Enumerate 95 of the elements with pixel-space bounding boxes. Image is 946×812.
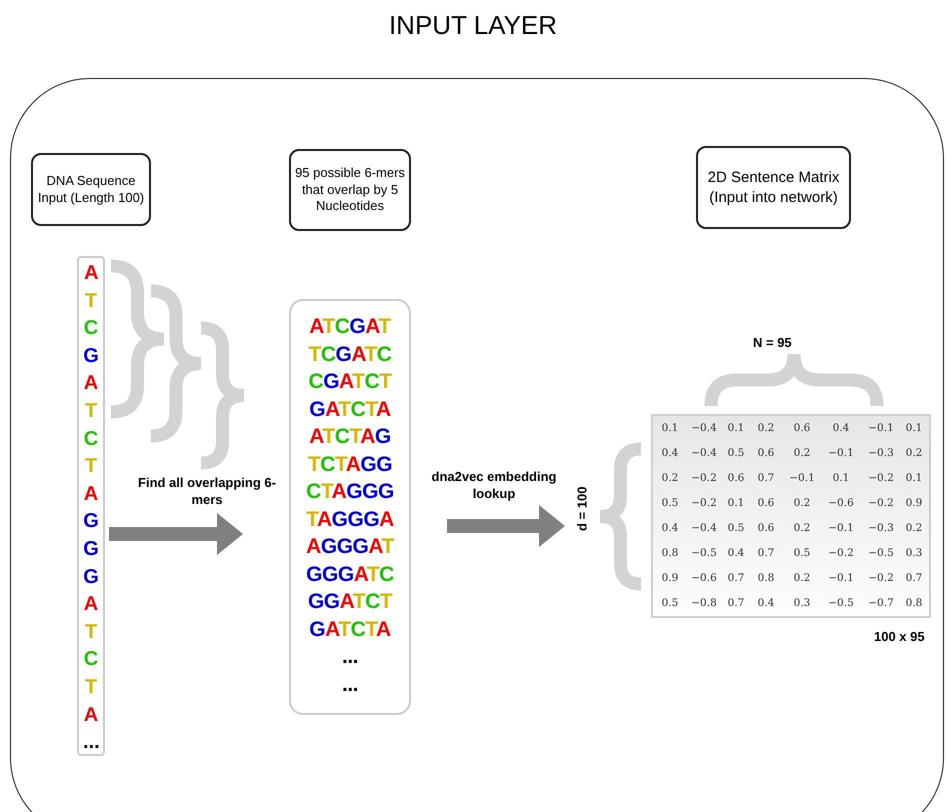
- matrix-value: 0.4: [726, 546, 746, 561]
- label-box: [696, 146, 851, 229]
- sequence-text: GATCTA: [309, 396, 391, 422]
- matrix-value: 0.9: [660, 570, 680, 586]
- sequence-text: ...: [342, 644, 358, 670]
- label-box: [289, 149, 411, 231]
- matrix-value: 0.2: [792, 446, 812, 461]
- matrix-value: 0.2: [904, 446, 924, 461]
- matrix-value: 0.4: [832, 420, 850, 436]
- matrix-value: 0.1: [904, 420, 924, 436]
- matrix-value: 0.8: [756, 570, 776, 586]
- matrix-value: −0.1: [827, 570, 855, 586]
- matrix-value: 0.7: [756, 546, 776, 561]
- matrix-value: 0.7: [726, 596, 746, 611]
- matrix-value: −0.1: [827, 446, 855, 461]
- matrix-value: 0.3: [904, 546, 924, 561]
- matrix-value: −0.4: [690, 446, 718, 461]
- matrix-value: 0.8: [904, 596, 924, 611]
- matrix-value: −0.6: [827, 496, 855, 511]
- matrix-value: −0.2: [827, 546, 855, 561]
- matrix-value: −0.3: [867, 520, 895, 536]
- diagram-title: INPUT LAYER: [388, 9, 558, 42]
- matrix-value: 0.5: [660, 596, 680, 611]
- matrix-value: 0.1: [832, 470, 850, 486]
- matrix-value: 0.4: [660, 446, 680, 461]
- matrix-value: 0.3: [792, 596, 812, 611]
- matrix-value: −0.8: [690, 596, 718, 611]
- matrix-value: 0.2: [904, 520, 924, 536]
- matrix-value: 0.2: [792, 570, 812, 586]
- sequence-text: ATCTAG: [309, 424, 391, 450]
- matrix-value: 0.6: [756, 520, 776, 536]
- label-box: [31, 153, 151, 226]
- sequence-text: AGGGAT: [306, 534, 394, 560]
- matrix-value: −0.6: [690, 570, 718, 586]
- matrix-value: −0.4: [690, 420, 718, 436]
- block-arrow: [447, 505, 565, 547]
- matrix-value: −0.7: [867, 596, 895, 611]
- sequence-text: A T C G A T C T A G G G A T C T A ...: [83, 261, 99, 756]
- matrix-value: −0.2: [867, 570, 895, 586]
- matrix-value: 0.7: [726, 570, 746, 586]
- matrix-value: −0.5: [867, 546, 895, 561]
- sequence-text: GGATCT: [308, 589, 392, 615]
- matrix-value: 0.5: [792, 546, 812, 561]
- box-text: DNA Sequence Input (Length 100): [37, 172, 145, 206]
- panel-frame: [10, 78, 944, 812]
- matrix-value: −0.2: [690, 470, 718, 486]
- matrix-value: −0.5: [827, 596, 855, 611]
- matrix-value: 0.4: [660, 520, 680, 536]
- matrix-value: −0.2: [690, 496, 718, 511]
- box-text: 95 possible 6-mers that overlap by 5 Nucleotides: [295, 164, 405, 216]
- matrix-value: 0.2: [660, 470, 680, 486]
- sequence-text: TCGATC: [308, 342, 392, 368]
- sequence-text: CGATCT: [308, 369, 392, 395]
- sequence-text: CTAGGG: [306, 479, 394, 505]
- matrix-value: 0.6: [756, 446, 776, 461]
- sequence-text: TCTAGG: [308, 452, 392, 478]
- dimension-label: d = 100: [573, 486, 590, 533]
- matrix-value: 0.2: [792, 520, 812, 536]
- box-text: 2D Sentence Matrix (Input into network): [706, 168, 840, 207]
- matrix-value: 0.8: [660, 546, 680, 561]
- sequence-text: TAGGGA: [306, 506, 394, 532]
- matrix-value: 0.7: [756, 470, 776, 486]
- sequence-text: GATCTA: [309, 616, 391, 642]
- matrix-value: −0.2: [867, 496, 895, 511]
- matrix-value: −0.1: [827, 520, 855, 536]
- matrix-value: 0.2: [756, 420, 776, 436]
- matrix-value: 0.6: [726, 470, 746, 486]
- sequence-text: ATCGAT: [309, 314, 391, 340]
- matrix-value: 0.6: [756, 496, 776, 511]
- matrix-value: 0.5: [726, 520, 746, 536]
- matrix-value: 0.1: [726, 496, 746, 511]
- matrix-value: 0.1: [904, 470, 924, 486]
- matrix-value: −0.1: [867, 420, 895, 436]
- dimension-label: 100 x 95: [874, 628, 925, 646]
- kmer-list-box: [289, 299, 411, 715]
- embedding-matrix: [651, 414, 931, 618]
- sequence-text: ...: [342, 672, 358, 698]
- matrix-value: −0.1: [788, 470, 816, 486]
- block-arrow: [109, 513, 243, 555]
- sequence-column: [77, 256, 105, 756]
- dimension-label: N = 95: [753, 334, 792, 352]
- matrix-value: 0.7: [904, 570, 924, 586]
- matrix-value: 0.2: [792, 496, 812, 511]
- matrix-value: 0.1: [660, 420, 680, 436]
- matrix-value: 0.1: [726, 420, 746, 436]
- matrix-value: −0.5: [690, 546, 718, 561]
- matrix-value: 0.9: [904, 496, 924, 511]
- matrix-value: −0.4: [690, 520, 718, 536]
- sequence-text: GGGATC: [306, 562, 394, 588]
- matrix-value: 0.6: [792, 420, 812, 436]
- matrix-value: −0.2: [867, 470, 895, 486]
- matrix-value: −0.3: [867, 446, 895, 461]
- matrix-value: 0.5: [660, 496, 680, 511]
- matrix-value: 0.4: [756, 596, 776, 611]
- matrix-value: 0.5: [726, 446, 746, 461]
